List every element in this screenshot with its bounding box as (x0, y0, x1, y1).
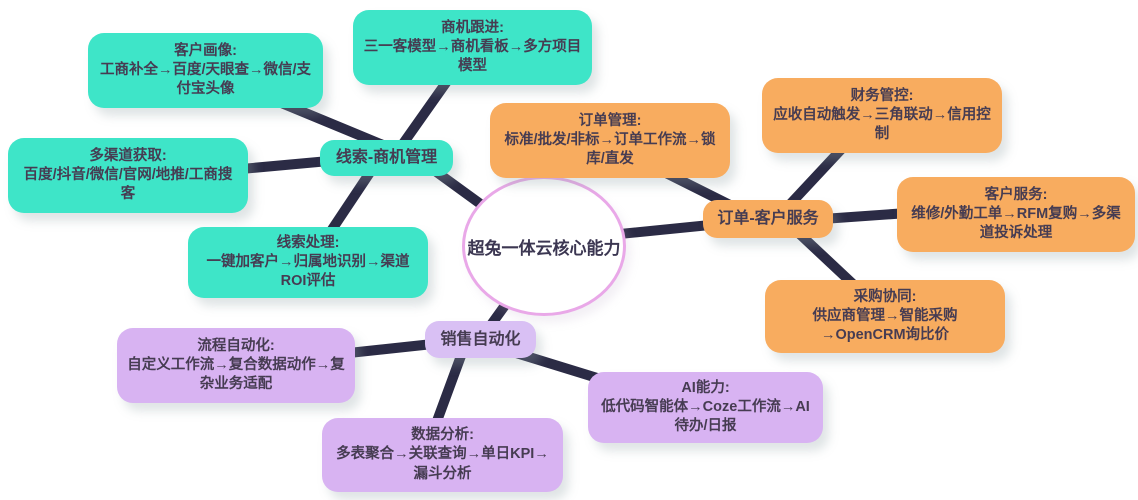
node-lead-processing[interactable]: 线索处理: 一键加客户→归属地识别→渠道ROI评估 (188, 227, 428, 298)
node-ai[interactable]: AI能力: 低代码智能体→Coze工作流→AI待办/日报 (588, 372, 823, 443)
center-node-label: 超兔一体云核心能力 (467, 238, 621, 258)
node-title: 采购协同: (853, 288, 917, 305)
branch-label: 订单-客户服务 (717, 210, 819, 228)
node-title: AI能力: (681, 379, 730, 396)
node-body: 一键加客户→归属地识别→渠道ROI评估 (206, 253, 410, 290)
node-title: 财务管控: (850, 87, 914, 104)
center-node[interactable]: 超兔一体云核心能力 (462, 176, 626, 316)
node-body: 标准/批发/非标→订单工作流→锁库/直发 (504, 131, 716, 168)
node-body: 三一客模型→商机看板→多方项目模型 (363, 38, 582, 75)
node-customer-profile[interactable]: 客户画像: 工商补全→百度/天眼查→微信/支付宝头像 (88, 33, 323, 108)
node-title: 多渠道获取: (89, 147, 167, 164)
node-finance[interactable]: 财务管控: 应收自动触发→三角联动→信用控制 (762, 78, 1002, 153)
node-body: 低代码智能体→Coze工作流→AI待办/日报 (601, 398, 810, 435)
node-procurement[interactable]: 采购协同: 供应商管理→智能采购→OpenCRM询比价 (765, 280, 1005, 353)
node-body: 工商补全→百度/天眼查→微信/支付宝头像 (99, 61, 312, 98)
node-title: 流程自动化: (197, 337, 275, 354)
node-body: 维修/外勤工单→RFM复购→多渠道投诉处理 (911, 205, 1121, 242)
node-body: 多表聚合→关联查询→单日KPI→漏斗分析 (336, 446, 549, 482)
node-body: 应收自动触发→三角联动→信用控制 (773, 106, 991, 143)
node-service[interactable]: 客户服务: 维修/外勤工单→RFM复购→多渠道投诉处理 (897, 177, 1135, 252)
node-title: 客户服务: (984, 186, 1048, 203)
node-analytics[interactable]: 数据分析: 多表聚合→关联查询→单日KPI→漏斗分析 (322, 418, 563, 492)
node-title: 商机跟进: (441, 19, 504, 36)
node-order-mgmt[interactable]: 订单管理: 标准/批发/非标→订单工作流→锁库/直发 (490, 103, 730, 178)
branch-label: 线索-商机管理 (335, 149, 438, 167)
node-process-auto[interactable]: 流程自动化: 自定义工作流→复合数据动作→复杂业务适配 (117, 328, 355, 403)
node-opportunity[interactable]: 商机跟进: 三一客模型→商机看板→多方项目模型 (353, 10, 592, 85)
node-title: 线索处理: (276, 234, 340, 251)
branch-node-orders[interactable]: 订单-客户服务 (703, 200, 833, 238)
node-body: 百度/抖音/微信/官网/地推/工商搜客 (23, 166, 233, 203)
node-title: 客户画像: (174, 42, 237, 59)
node-body: 自定义工作流→复合数据动作→复杂业务适配 (127, 356, 345, 393)
branch-node-sales[interactable]: 销售自动化 (425, 321, 536, 358)
node-title: 数据分析: (411, 427, 474, 444)
node-body: 供应商管理→智能采购→OpenCRM询比价 (812, 307, 958, 344)
branch-node-leads[interactable]: 线索-商机管理 (320, 140, 453, 176)
branch-label: 销售自动化 (440, 330, 521, 348)
node-title: 订单管理: (578, 112, 642, 129)
node-channels[interactable]: 多渠道获取: 百度/抖音/微信/官网/地推/工商搜客 (8, 138, 248, 213)
